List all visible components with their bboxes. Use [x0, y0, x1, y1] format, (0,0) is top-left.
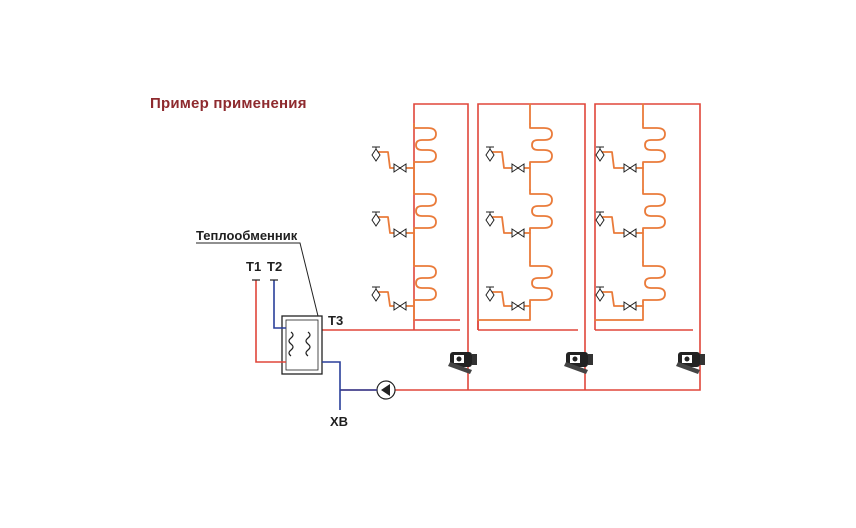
t2-label: T2 — [267, 259, 282, 274]
towel-rails-riser-3 — [642, 123, 666, 303]
t1-line — [255, 280, 286, 363]
towel-rails-riser-1 — [413, 123, 437, 303]
riser-2 — [477, 103, 586, 360]
riser-1-meter-icon — [448, 352, 477, 374]
riser-1 — [413, 103, 469, 360]
cold-water-label: ХВ — [330, 414, 348, 429]
taps-riser-1 — [371, 146, 415, 311]
t2-line — [273, 280, 286, 329]
t3-label: T3 — [328, 313, 343, 328]
heat-exchanger — [281, 315, 323, 375]
cold-water-line — [322, 361, 341, 410]
riser-2-meter-icon — [564, 352, 593, 374]
heat-exchanger-label: Теплообменник — [196, 228, 298, 243]
circulation-pump-icon — [376, 380, 396, 400]
taps-riser-2 — [485, 146, 531, 311]
taps-riser-3 — [595, 146, 644, 311]
towel-rails-riser-2 — [529, 123, 553, 303]
t1-label: T1 — [246, 259, 261, 274]
riser-3 — [594, 103, 701, 360]
page-title: Пример применения — [150, 95, 307, 112]
